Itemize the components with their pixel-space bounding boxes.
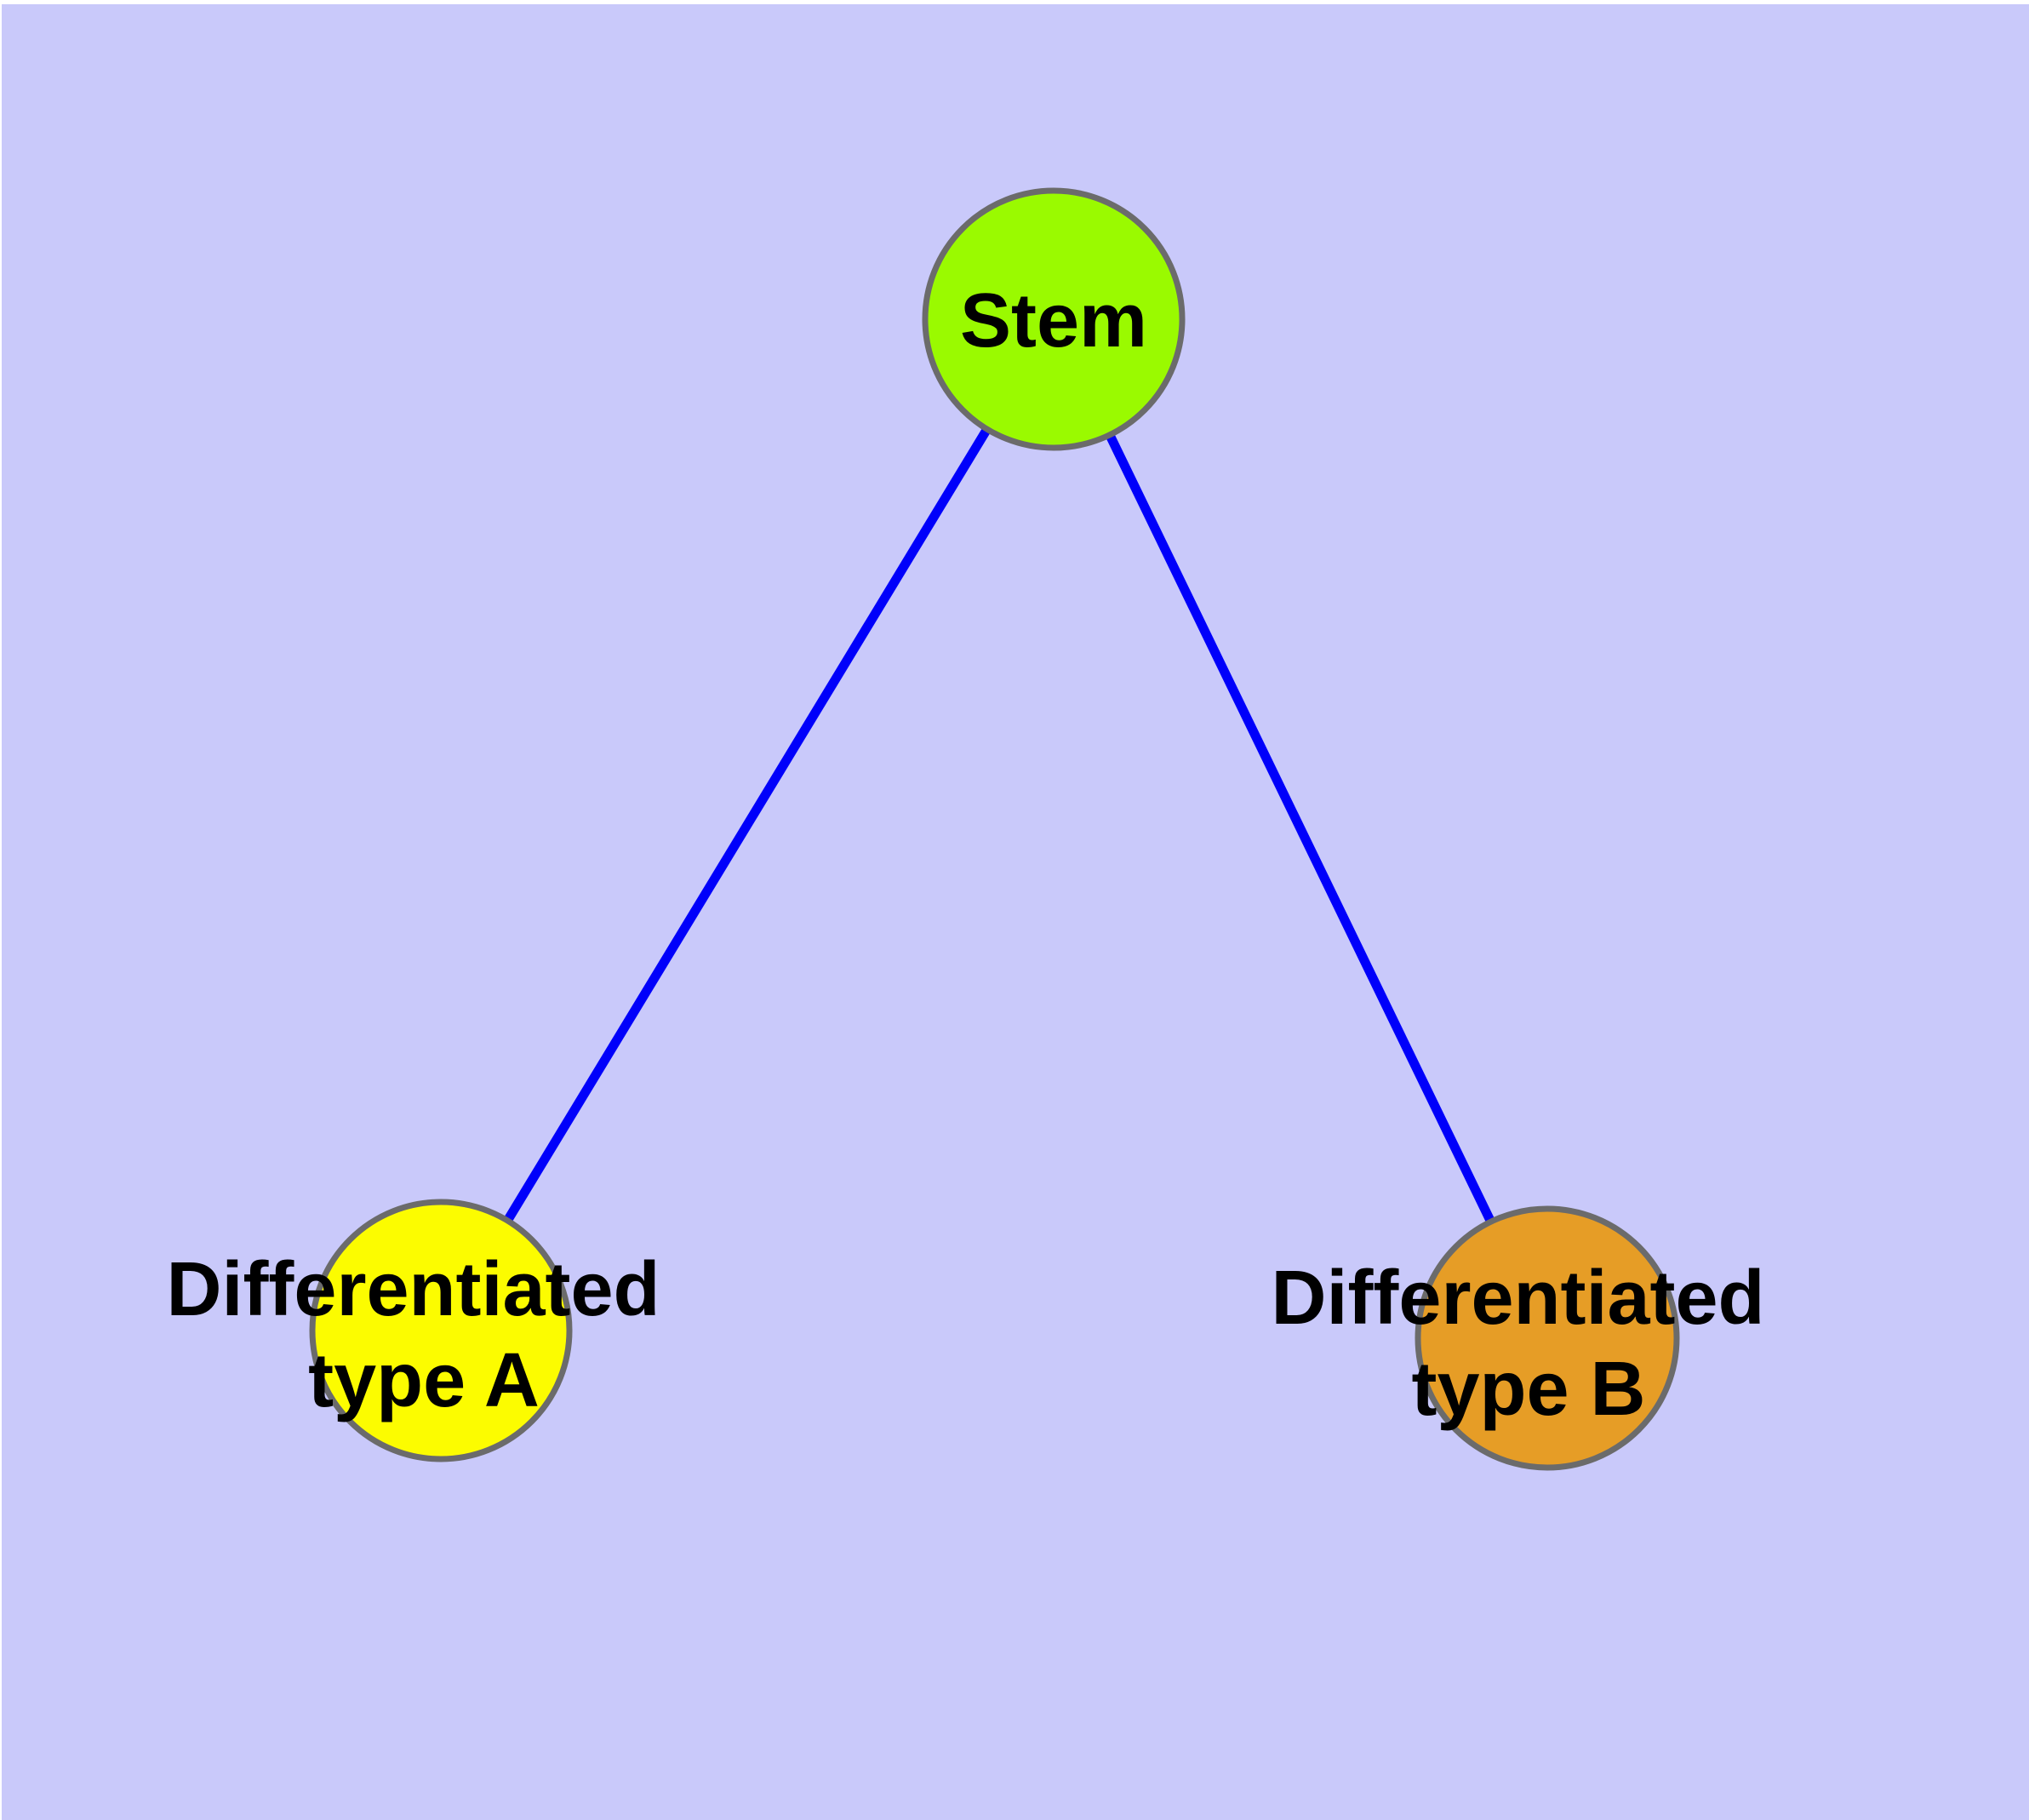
node-type-b-circle [1415, 1205, 1680, 1471]
edge-stem-to-type-a [437, 317, 1058, 1333]
node-type-a-circle [309, 1199, 573, 1462]
label-layer: Stem Differentiated type A Differentiate… [166, 278, 1786, 1432]
edge-layer [437, 317, 1552, 1341]
node-type-b-label-line-1: Differentiated [1271, 1256, 1764, 1341]
node-type-b-label: Differentiated type B [1271, 1256, 1786, 1432]
node-type-a-label-line-2: type A [308, 1338, 540, 1423]
node-type-a-label-line-1: Differentiated [166, 1247, 660, 1332]
edge-stem-to-type-b [1049, 317, 1552, 1341]
node-type-a-label: Differentiated type A [166, 1247, 681, 1423]
node-type-b-label-line-2: type B [1411, 1347, 1645, 1432]
node-stem-label: Stem [960, 278, 1147, 363]
node-layer [309, 187, 1680, 1471]
node-stem-circle [922, 187, 1186, 451]
